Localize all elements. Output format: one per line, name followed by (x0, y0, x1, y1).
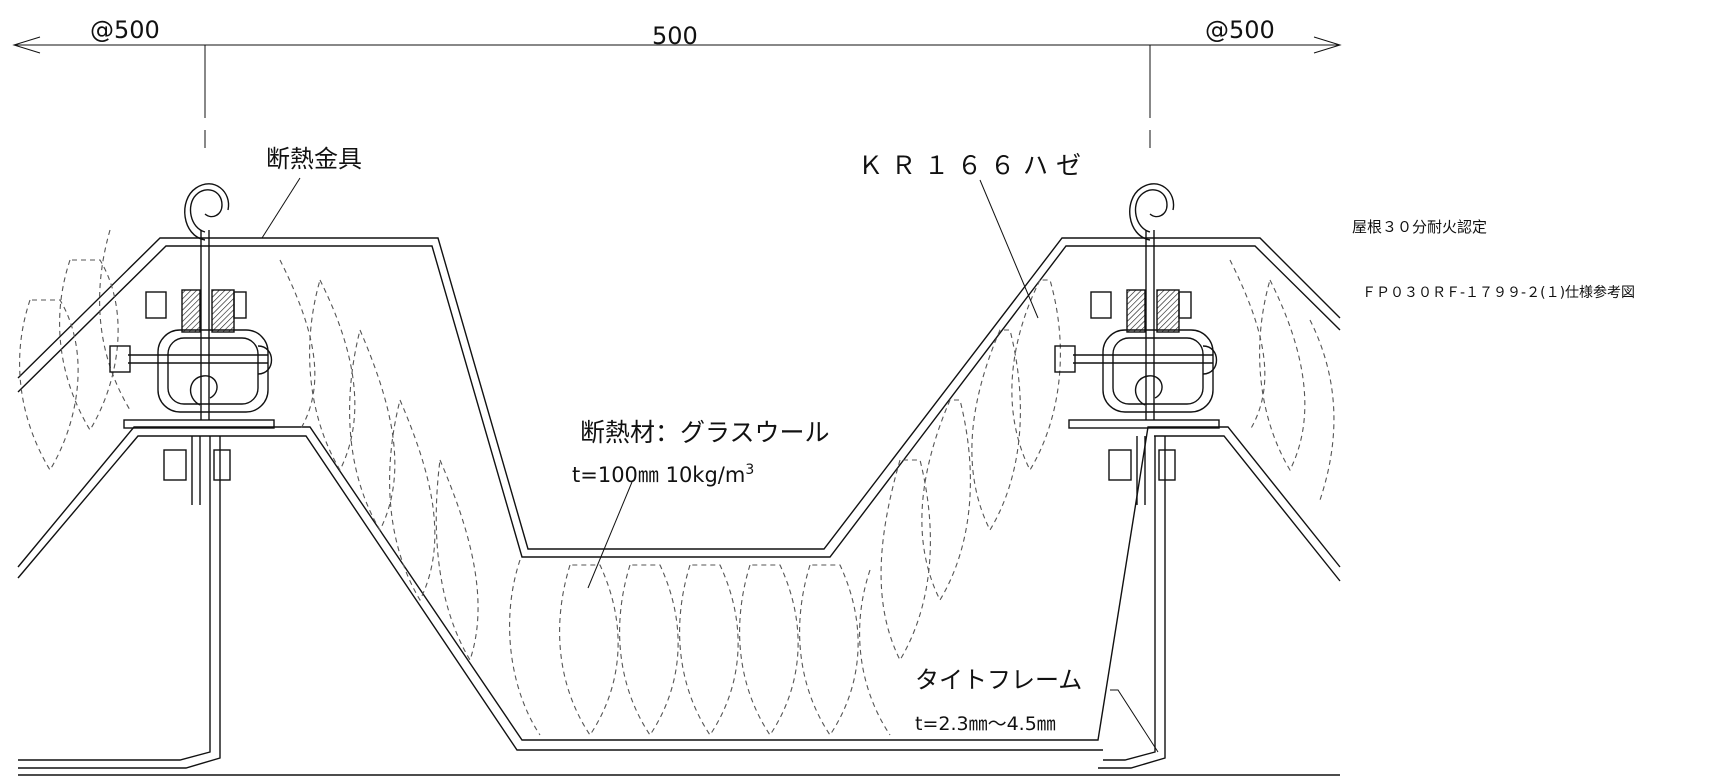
glass-wool-insulation (19, 229, 1335, 736)
left-seam-assembly (18, 183, 275, 769)
spec-note-line1: 屋根３０分耐火認定 (1352, 218, 1488, 236)
insulation-fitting-label: 断熱金具 (266, 145, 362, 173)
dimension-line (12, 36, 1342, 148)
insulation-spec-main: t=100㎜ 10kg/m (572, 463, 745, 487)
center-span-label: 500 (652, 22, 698, 50)
insulation-spec-label: t=100㎜ 10kg/m3 (572, 462, 754, 487)
insulation-spec-superscript: 3 (745, 462, 754, 478)
spec-note-line2: ＦＰ０３０ＲＦ-１７９９-２(１)仕様参考図 (1362, 285, 1636, 301)
right-seam-assembly (1054, 183, 1220, 769)
tight-frame-spec-label: t=2.3㎜～4.5㎜ (915, 713, 1056, 735)
leader-lines (261, 177, 1159, 753)
right-pitch-label: @500 (1205, 16, 1275, 44)
left-pitch-label: @500 (90, 16, 160, 44)
tight-frame-label: タイトフレーム (915, 666, 1082, 694)
roof-panel-outer (17, 237, 1341, 558)
spec-note: 屋根３０分耐火認定 ＦＰ０３０ＲＦ-１７９９-２(１)仕様参考図 (1352, 172, 1635, 326)
kr166-seam-label: ＫＲ１６６ハゼ (858, 151, 1089, 180)
roof-panel-inner (17, 426, 1341, 776)
insulation-material-label: 断熱材：グラスウール (580, 418, 830, 447)
